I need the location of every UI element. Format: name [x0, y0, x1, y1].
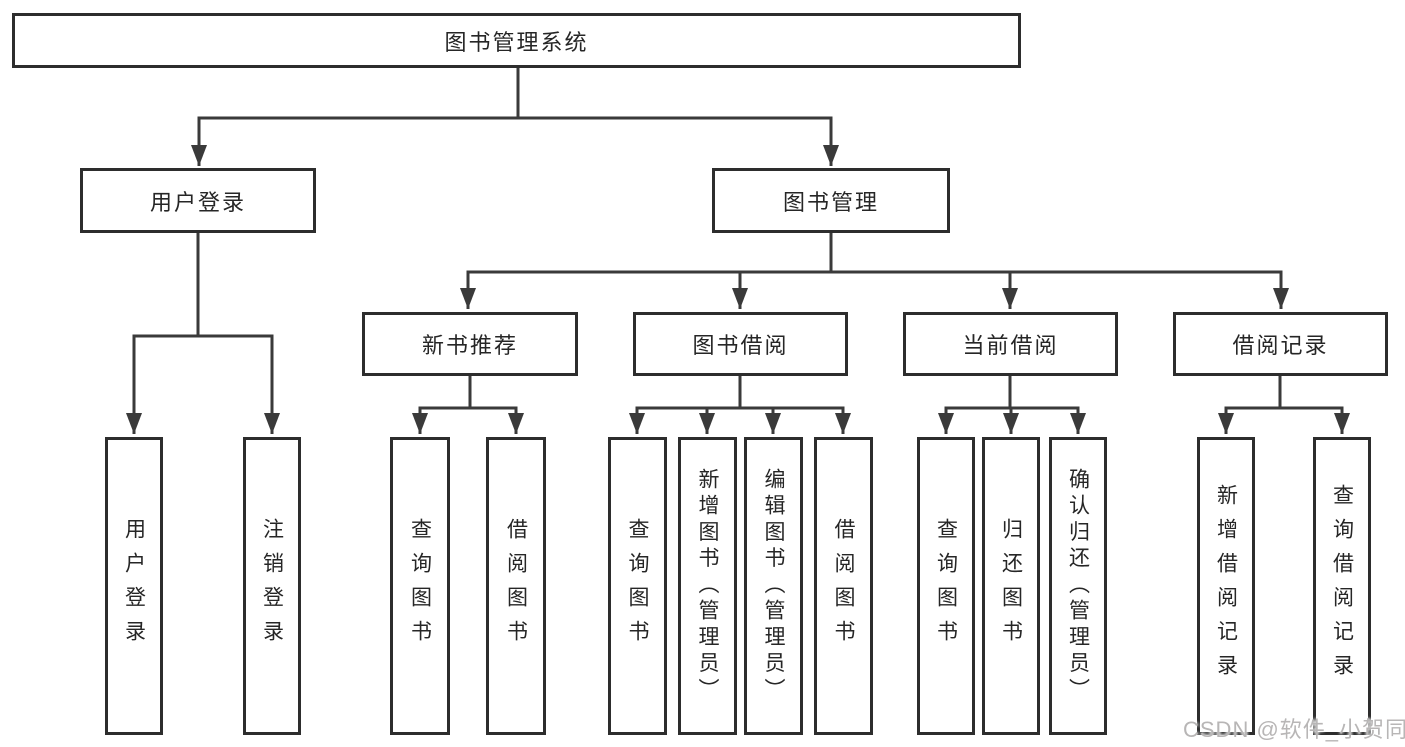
leaf-cb-query: 查询图书: [917, 437, 975, 735]
leaf-nb-query-label: 查询图书: [408, 517, 432, 655]
csdn-watermark: CSDN @软件_小贺同学: [1183, 717, 1405, 742]
leaf-bb-borrow-label: 借阅图书: [832, 517, 855, 655]
leaf-br-add: 新增借阅记录: [1197, 437, 1255, 735]
leaf-nb-query: 查询图书: [390, 437, 450, 735]
leaf-logout-label: 注销登录: [260, 517, 284, 655]
node-current-borrow: 当前借阅: [903, 312, 1118, 376]
node-new-book-rec-label: 新书推荐: [421, 333, 518, 358]
leaf-user-login: 用户登录: [105, 437, 163, 735]
node-current-borrow-label: 当前借阅: [962, 333, 1059, 358]
leaf-br-query-label: 查询借阅记录: [1330, 483, 1354, 689]
leaf-user-login-label: 用户登录: [122, 517, 146, 655]
leaf-bb-edit: 编辑图书（管理员）: [744, 437, 803, 735]
leaf-br-query: 查询借阅记录: [1313, 437, 1371, 735]
node-borrow-records-label: 借阅记录: [1232, 333, 1329, 358]
leaf-br-add-label: 新增借阅记录: [1214, 483, 1238, 689]
node-book-borrow: 图书借阅: [633, 312, 848, 376]
node-borrow-records: 借阅记录: [1173, 312, 1388, 376]
node-book-borrow-label: 图书借阅: [692, 333, 789, 358]
node-book-mgmt-branch-label: 图书管理: [782, 189, 879, 215]
leaf-cb-confirm-label: 确认归还（管理员）: [1066, 467, 1090, 705]
node-user-login-branch-label: 用户登录: [149, 189, 246, 215]
leaf-bb-add: 新增图书（管理员）: [678, 437, 737, 735]
node-book-mgmt-branch: 图书管理: [712, 168, 950, 233]
leaf-logout: 注销登录: [243, 437, 301, 735]
leaf-nb-borrow: 借阅图书: [486, 437, 546, 735]
leaf-cb-confirm: 确认归还（管理员）: [1049, 437, 1107, 735]
leaf-cb-return: 归还图书: [982, 437, 1040, 735]
node-user-login-branch: 用户登录: [80, 168, 316, 233]
leaf-cb-query-label: 查询图书: [934, 517, 958, 655]
leaf-bb-add-label: 新增图书（管理员）: [696, 467, 719, 705]
leaf-cb-return-label: 归还图书: [999, 517, 1023, 655]
node-root: 图书管理系统: [12, 13, 1021, 68]
leaf-bb-query-label: 查询图书: [626, 517, 649, 655]
leaf-bb-borrow: 借阅图书: [814, 437, 873, 735]
node-root-label: 图书管理系统: [444, 29, 589, 55]
leaf-bb-edit-label: 编辑图书（管理员）: [762, 467, 785, 705]
node-new-book-rec: 新书推荐: [362, 312, 578, 376]
leaf-bb-query: 查询图书: [608, 437, 667, 735]
leaf-nb-borrow-label: 借阅图书: [504, 517, 528, 655]
